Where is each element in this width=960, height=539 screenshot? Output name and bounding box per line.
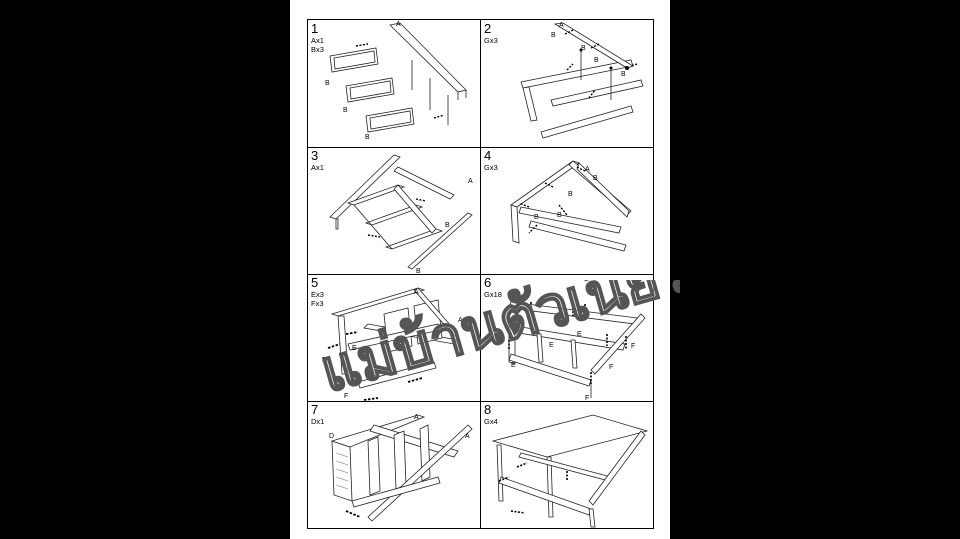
parts-list: Ex3 Fx3	[311, 290, 324, 308]
step-number: 7	[311, 402, 319, 417]
part-quantity: Gx4	[484, 417, 498, 426]
parts-list: Gx4	[484, 417, 498, 426]
part-label: B	[325, 80, 330, 87]
step-number: 2	[484, 21, 492, 36]
part-label: A	[396, 21, 401, 28]
part-label: F	[585, 395, 589, 401]
part-label: E	[352, 345, 357, 352]
step-3-diagram: A B B	[329, 154, 473, 274]
part-quantity: Ax1	[311, 163, 324, 172]
parts-list: Ax1 Bx3	[311, 36, 324, 54]
parts-list: Gx18	[484, 290, 502, 299]
part-label: E	[381, 331, 386, 338]
part-label: E	[322, 357, 327, 364]
part-label: B	[621, 71, 626, 78]
part-label: F	[609, 364, 613, 371]
part-quantity: Bx3	[311, 45, 324, 54]
part-label: E	[577, 331, 582, 338]
part-label: A	[414, 414, 419, 421]
step-2-panel: A B B B B 2 Gx3	[481, 20, 654, 147]
part-label: F	[344, 393, 348, 400]
step-1-panel: A B B B 1 Ax1 Bx3	[308, 20, 481, 147]
step-8-diagram	[491, 414, 649, 528]
part-quantity: Gx3	[484, 163, 498, 172]
step-number: 4	[484, 148, 492, 163]
step-number: 5	[311, 275, 319, 290]
step-2-diagram: A B B B B	[520, 22, 644, 139]
part-label: E	[549, 342, 554, 349]
step-5-diagram: A A E E E F F F	[322, 287, 463, 401]
part-quantity: Ax1	[311, 36, 324, 45]
part-label: B	[551, 32, 556, 39]
part-label: B	[557, 212, 562, 219]
step-4-panel: A B B B B 4 Gx3	[481, 147, 654, 274]
step-6-panel: E E E F F F 6 Gx18	[481, 274, 654, 401]
parts-list: Gx3	[484, 163, 498, 172]
part-label: B	[594, 57, 599, 64]
part-label: E	[511, 362, 516, 369]
step-number: 6	[484, 275, 492, 290]
part-label: B	[534, 214, 539, 221]
part-label: B	[445, 222, 450, 229]
part-label: A	[559, 22, 564, 29]
parts-list: Ax1	[311, 163, 324, 172]
part-label: F	[631, 343, 635, 350]
part-label: A	[585, 166, 590, 173]
part-label: B	[593, 175, 598, 182]
step-7-panel: D A A 7 Dx1	[308, 401, 481, 528]
part-label: B	[568, 191, 573, 198]
part-quantity: Fx3	[311, 299, 324, 308]
part-label: B	[581, 45, 586, 52]
step-5-panel: A A E E E F F F 5 Ex3 Fx3	[308, 274, 481, 401]
step-number: 3	[311, 148, 319, 163]
step-4-diagram: A B B B B	[510, 160, 632, 252]
step-8-panel: 8 Gx4	[481, 401, 654, 528]
part-label: D	[329, 433, 334, 440]
step-7-diagram: D A A	[329, 414, 473, 522]
part-quantity: Gx18	[484, 290, 502, 299]
part-quantity: Ex3	[311, 290, 324, 299]
step-6-diagram: E E E F F F	[508, 301, 646, 401]
part-label: F	[374, 375, 378, 382]
step-number: 1	[311, 21, 319, 36]
part-label: B	[416, 268, 421, 274]
parts-list: Gx3	[484, 36, 498, 45]
part-label: A	[468, 178, 473, 185]
part-label: A	[458, 317, 463, 324]
step-3-panel: A B B 3 Ax1	[308, 147, 481, 274]
instruction-sheet: A B B B 1 Ax1 Bx3	[290, 0, 670, 539]
part-quantity: Gx3	[484, 36, 498, 45]
part-label: B	[365, 134, 370, 141]
column-divider	[480, 20, 481, 528]
assembly-steps-grid: A B B B 1 Ax1 Bx3	[307, 19, 654, 529]
step-1-diagram: A B B B	[325, 21, 467, 141]
part-quantity: Dx1	[311, 417, 325, 426]
part-label: F	[409, 359, 413, 366]
part-label: A	[414, 289, 419, 296]
part-label: A	[465, 433, 470, 440]
step-number: 8	[484, 402, 492, 417]
parts-list: Dx1	[311, 417, 324, 426]
part-label: B	[343, 107, 348, 114]
